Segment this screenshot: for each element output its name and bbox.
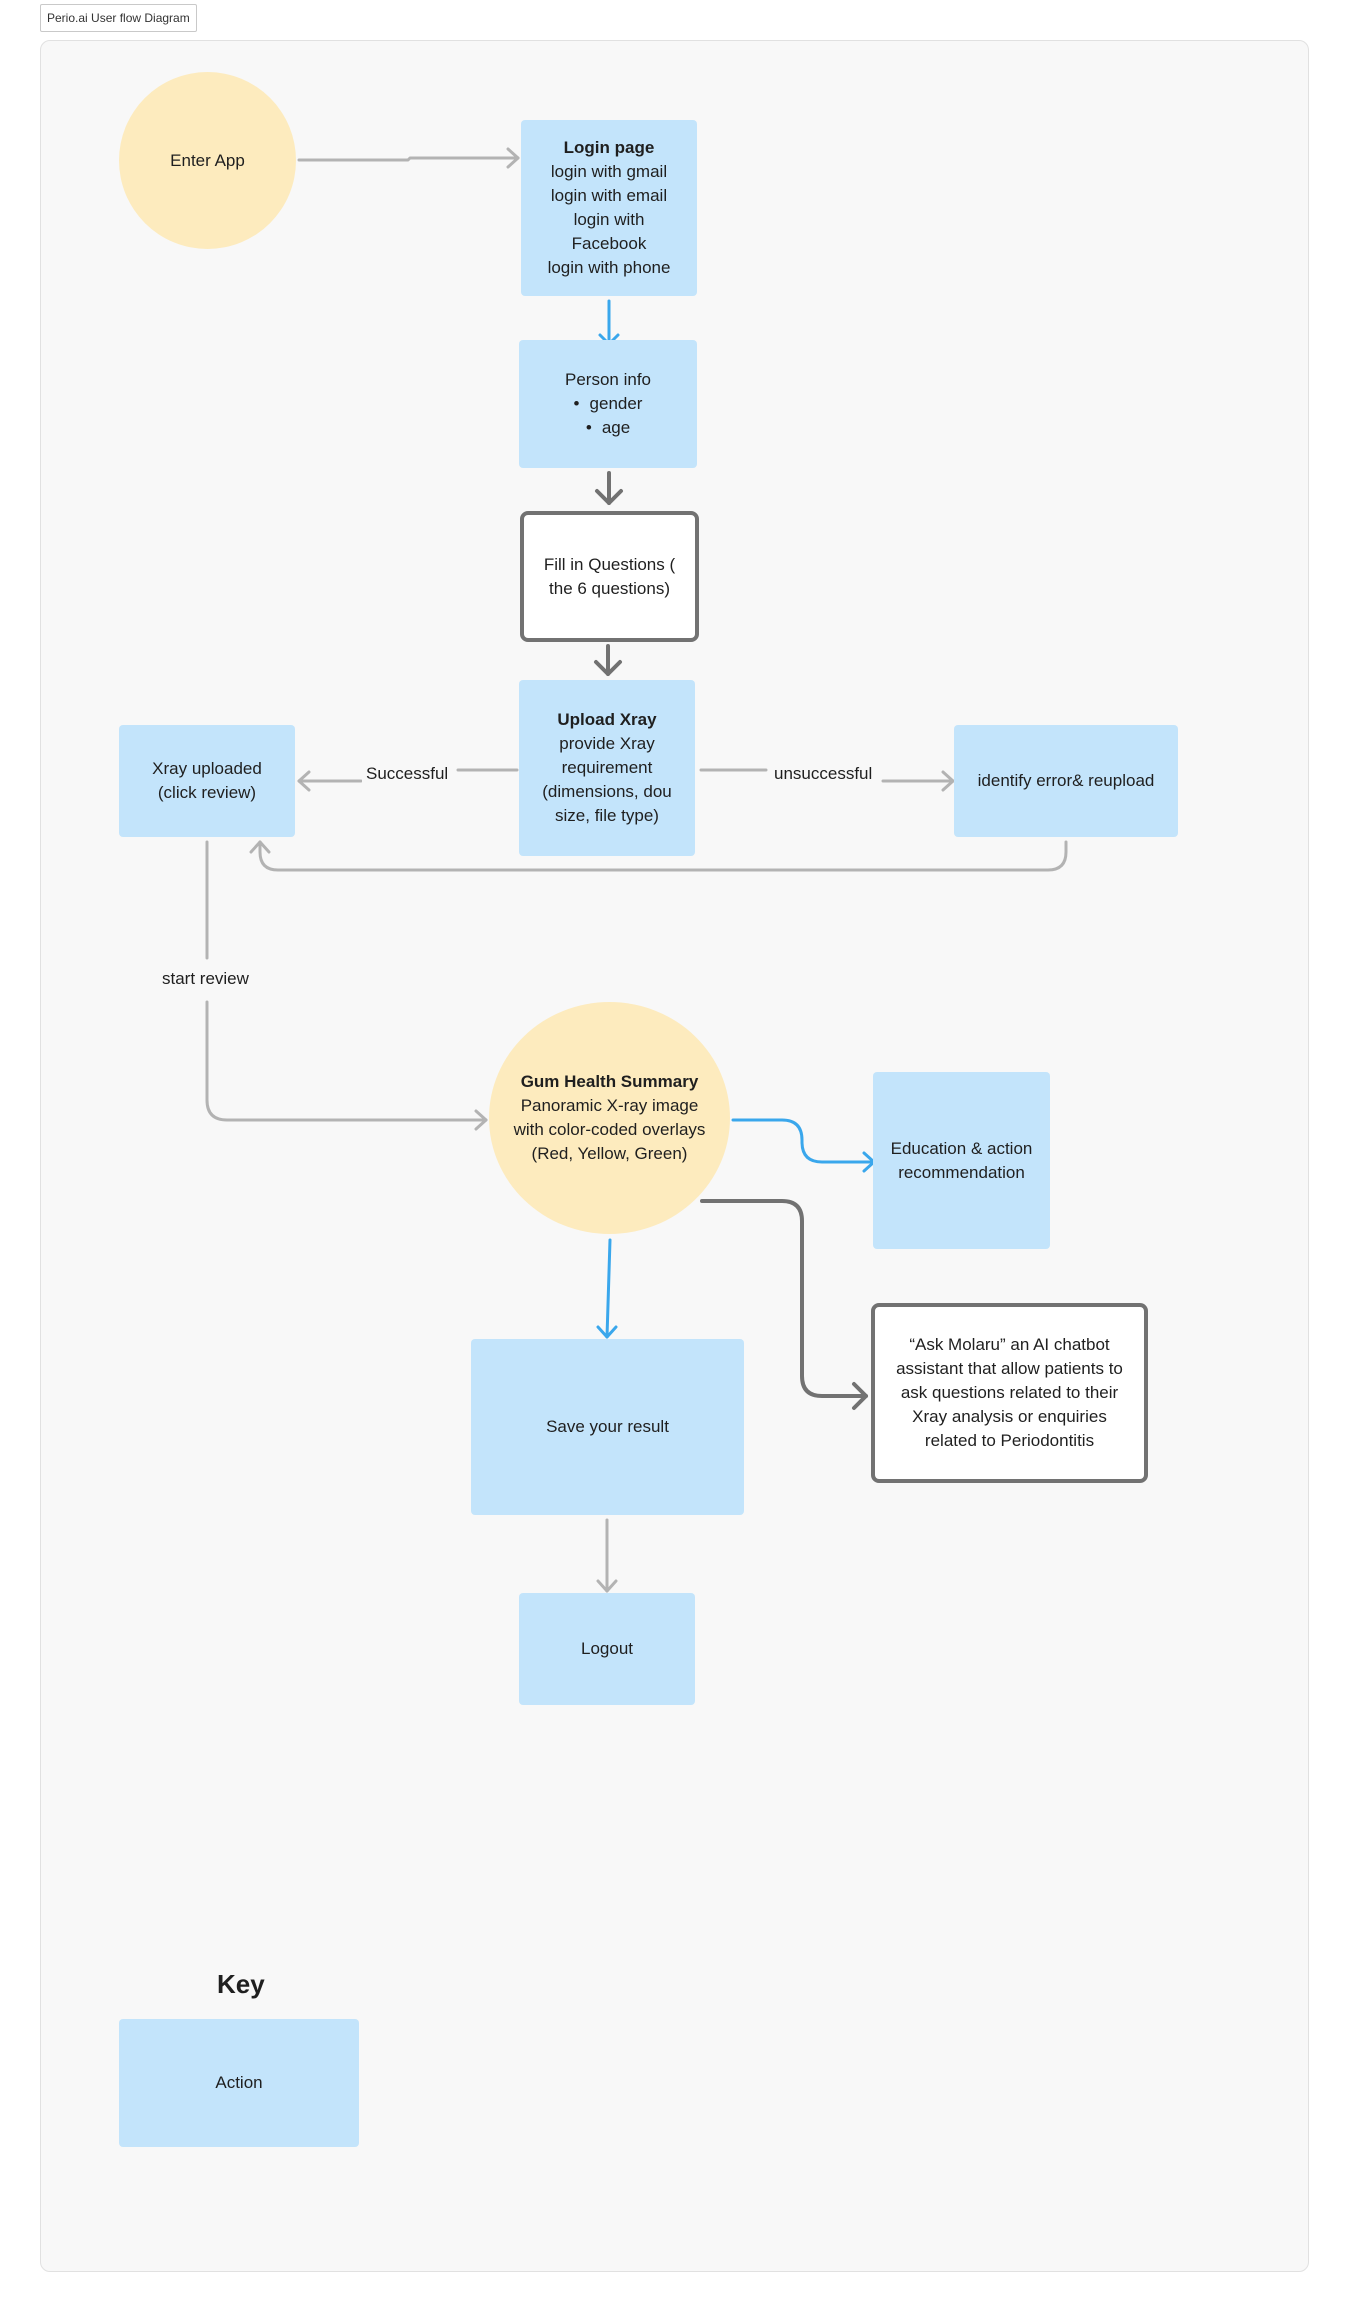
node-ask-molaru[interactable]: “Ask Molaru” an AI chatbot assistant tha…: [871, 1303, 1148, 1483]
arrowhead-logout: [596, 1579, 618, 1593]
node-upload-xray[interactable]: Upload Xray provide Xray requirement (di…: [519, 680, 695, 856]
save-result-label: Save your result: [546, 1417, 669, 1436]
arrowhead-uploaded: [297, 770, 311, 792]
key-action-swatch: Action: [119, 2019, 359, 2147]
questions-label: Fill in Questions ( the 6 questions): [543, 554, 676, 598]
login-option-gmail: login with gmail: [550, 162, 668, 181]
node-logout[interactable]: Logout: [519, 1593, 695, 1705]
connector-summary-to-education: [731, 1118, 876, 1164]
identify-error-label: identify error& reupload: [977, 771, 1155, 790]
connector-uploaded-to-summary: [205, 840, 488, 1122]
login-title: Login page: [563, 138, 655, 157]
edge-label-start-review: start review: [158, 968, 253, 990]
connector-upload-to-error: [699, 768, 955, 783]
ask-molaru-label: “Ask Molaru” an AI chatbot assistant tha…: [896, 1335, 1123, 1450]
person-info-item-gender: gender: [574, 392, 643, 416]
connector-upload-to-uploaded: [297, 768, 519, 783]
arrowhead-loop-back: [249, 840, 271, 854]
arrowhead-upload: [594, 660, 622, 676]
summary-detail: Panoramic X-ray image with color-coded o…: [513, 1096, 706, 1163]
node-education[interactable]: Education & action recommendation: [873, 1072, 1050, 1249]
arrowhead-save: [596, 1325, 618, 1339]
node-person-info[interactable]: Person info gender age: [519, 340, 697, 468]
education-label: Education & action recommendation: [890, 1138, 1033, 1182]
connector-enter-to-login: [297, 156, 520, 162]
person-info-item-age: age: [586, 416, 630, 440]
edge-label-unsuccessful: unsuccessful: [770, 763, 877, 785]
node-gum-health-summary[interactable]: Gum Health Summary Panoramic X-ray image…: [489, 1002, 730, 1234]
upload-title: Upload Xray: [557, 710, 657, 729]
connector-error-loop-back: [258, 840, 1068, 872]
key-title: Key: [217, 1969, 265, 1999]
arrowhead-login: [506, 147, 520, 169]
frame-label[interactable]: Perio.ai User flow Diagram: [40, 4, 197, 32]
login-option-facebook: login with Facebook: [571, 210, 647, 253]
edge-label-successful: Successful: [362, 763, 453, 785]
upload-detail: provide Xray requirement (dimensions, do…: [542, 734, 672, 825]
arrowhead-error: [941, 770, 955, 792]
arrowhead-summary: [474, 1109, 488, 1131]
node-enter-app[interactable]: Enter App: [119, 72, 296, 249]
key-action-label: Action: [215, 2073, 263, 2092]
connector-summary-to-save: [605, 1238, 612, 1339]
node-fill-questions[interactable]: Fill in Questions ( the 6 questions): [520, 511, 699, 642]
arrowhead-chatbot: [852, 1382, 868, 1410]
node-save-result[interactable]: Save your result: [471, 1339, 744, 1515]
node-identify-error[interactable]: identify error& reupload: [954, 725, 1178, 837]
person-info-title: Person info: [565, 370, 651, 389]
arrowhead-questions: [595, 489, 623, 505]
logout-label: Logout: [581, 1639, 633, 1658]
node-login-page[interactable]: Login page login with gmail login with e…: [521, 120, 697, 296]
node-enter-app-label: Enter App: [170, 150, 245, 170]
login-option-email: login with email: [550, 186, 668, 205]
summary-title: Gum Health Summary: [520, 1072, 699, 1091]
connector-summary-to-chatbot: [700, 1199, 868, 1398]
node-xray-uploaded[interactable]: Xray uploaded (click review): [119, 725, 295, 837]
login-option-phone: login with phone: [547, 258, 671, 277]
xray-uploaded-label: Xray uploaded (click review): [152, 759, 262, 802]
